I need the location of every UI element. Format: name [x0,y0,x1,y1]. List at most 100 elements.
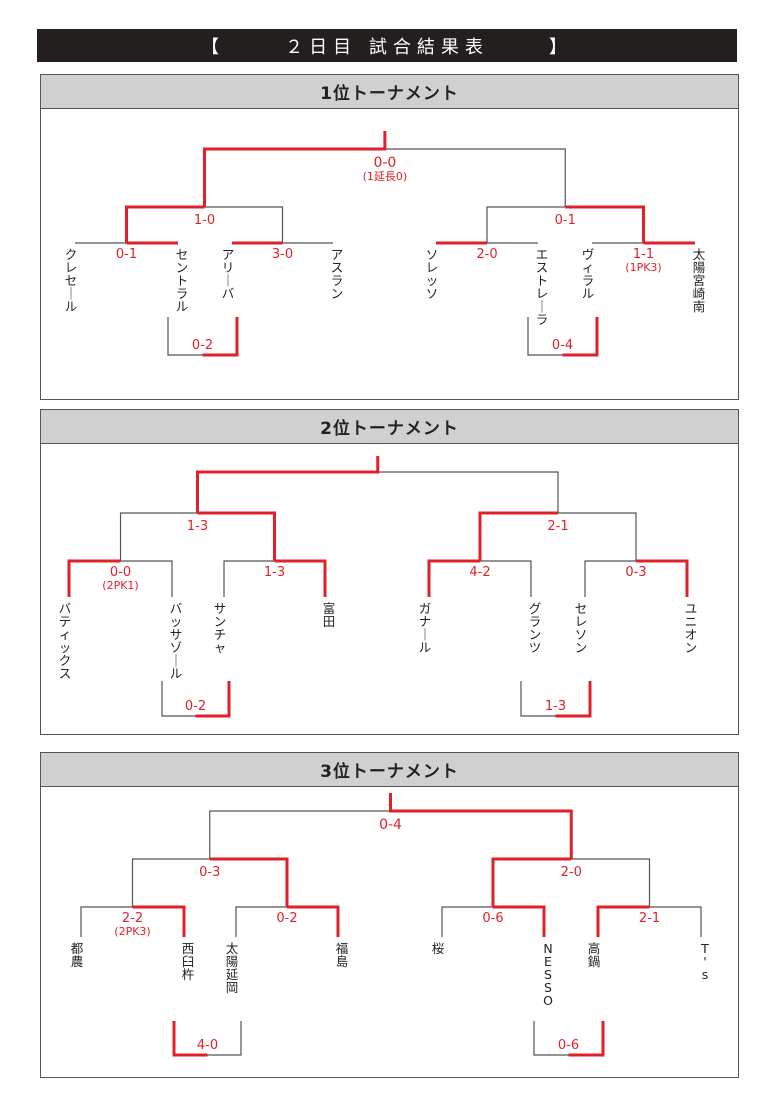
bracket-line-winner [67,559,121,597]
first-round-score: 0-6 [482,911,503,926]
first-round-note: (1PK3) [625,261,661,274]
semifinal-score: 2-0 [561,865,582,880]
first-round-score: 3-0 [272,247,293,262]
placement-line-winner [555,681,592,718]
first-round-score: 0-1 [116,247,137,262]
bracket-line [204,206,284,243]
placement-score: 4-0 [197,1038,218,1053]
bracket-line [441,906,493,937]
bracket-line-winner [287,905,340,937]
bracket-line-winner [203,131,387,207]
team-name: T's [700,941,709,982]
placement-score: 0-2 [185,699,206,714]
bracket-line-winner [636,559,689,597]
bracket-line-winner [197,511,276,561]
bracket-line [649,906,702,937]
page-title: ２日目 試合結果表 [285,36,489,58]
team-name: 桜 [432,941,445,956]
first-round-score: 0-3 [625,565,646,580]
bracket-line [584,560,636,597]
first-round-score: 4-2 [469,565,490,580]
bracket-line [80,906,133,937]
team-name: セントラル [176,247,189,314]
team-name: サンチャ [214,601,227,655]
team-name: ヴィラル [582,247,595,301]
bracket-line-winner [565,205,645,243]
final-score: 0-0 [373,155,396,171]
team-name: ガナ｜ル [419,601,432,655]
bracket-line [209,810,391,859]
bracket-line-winner [389,793,573,859]
bracket-line [486,206,566,243]
semifinal-score: 0-3 [199,865,220,880]
semifinal-score: 0-1 [555,213,576,228]
team-name: 都農 [71,941,84,969]
team-name: 富田 [323,601,336,629]
bracket-line [558,512,637,561]
bracket-line [235,906,287,937]
bracket-line-winner [209,857,289,907]
bracket-line-winner [491,857,572,907]
placement-line [520,681,556,717]
team-name: ユニオン [685,601,698,655]
team-name: 福島 [336,941,349,969]
first-round-note: (2PK1) [102,579,138,592]
bracket-line [131,858,210,907]
tournament-title: 1位トーナメント [41,75,738,109]
semifinal-score: 1-3 [187,519,208,534]
semifinal-score: 2-1 [547,519,568,534]
team-name: ソレッソ [426,247,439,301]
bracket-line [377,471,559,513]
first-round-score: 2-2 [122,911,143,926]
placement-line [527,317,563,356]
placement-score: 0-4 [552,338,573,353]
team-name: クレセ｜ル [65,247,78,314]
bracket-line [120,560,173,597]
placement-line [161,681,196,717]
bracket-line [119,512,198,561]
placement-line-winner [562,317,599,357]
bracket-line [223,560,275,597]
final-score: 0-4 [379,817,402,833]
bracket-line [480,560,532,597]
bracket-line-winner [132,905,186,937]
bracket-line-winner [596,905,650,937]
tournament-title: 3位トーナメント [41,753,738,787]
team-name: バティックス [59,601,72,681]
first-round-score: 1-3 [264,565,285,580]
bracket-diagram-1: 0-1 3-0 2-0 1-1(1PK3) クレセ｜ル セントラル アリ｜バ アスラン ソレッソ… [65,131,706,357]
bracket-line-winner [274,559,327,597]
page-title-bar: 【 ２日目 試合結果表 】 [37,29,737,62]
team-name: グランツ [529,601,542,655]
semifinal-score: 1-0 [194,213,215,228]
team-name: 西臼杵 [182,941,195,982]
bracket-line [384,148,566,207]
first-round-score: 2-0 [476,247,497,262]
first-round-score: 0-0 [110,565,131,580]
bracket-line-winner [196,456,380,513]
placement-line-winner [172,1021,208,1057]
title-bracket-right: 】 [548,36,573,58]
bracket-line-winner [125,205,205,243]
placement-line-winner [195,681,231,718]
first-round-score: 1-1 [633,247,654,262]
tournament-panel-1: 1位トーナメント 0-1 3-0 2-0 1-1(1PK3) クレセ｜ル セントラル アリ｜… [40,74,739,400]
first-round-score: 2-1 [639,911,660,926]
team-name: アスラン [331,247,344,301]
team-name: アリ｜バ [222,247,235,301]
placement-line [533,1021,569,1056]
tournament-title: 2位トーナメント [41,410,738,444]
placement-score: 0-2 [192,338,213,353]
final-note: (1延長0) [363,170,408,183]
bracket-line-winner [493,905,546,937]
first-round-score: 0-2 [276,911,297,926]
placement-score: 1-3 [545,699,566,714]
placement-line [207,1021,242,1056]
bracket-line [571,858,651,907]
first-round-note: (2PK3) [114,925,150,938]
